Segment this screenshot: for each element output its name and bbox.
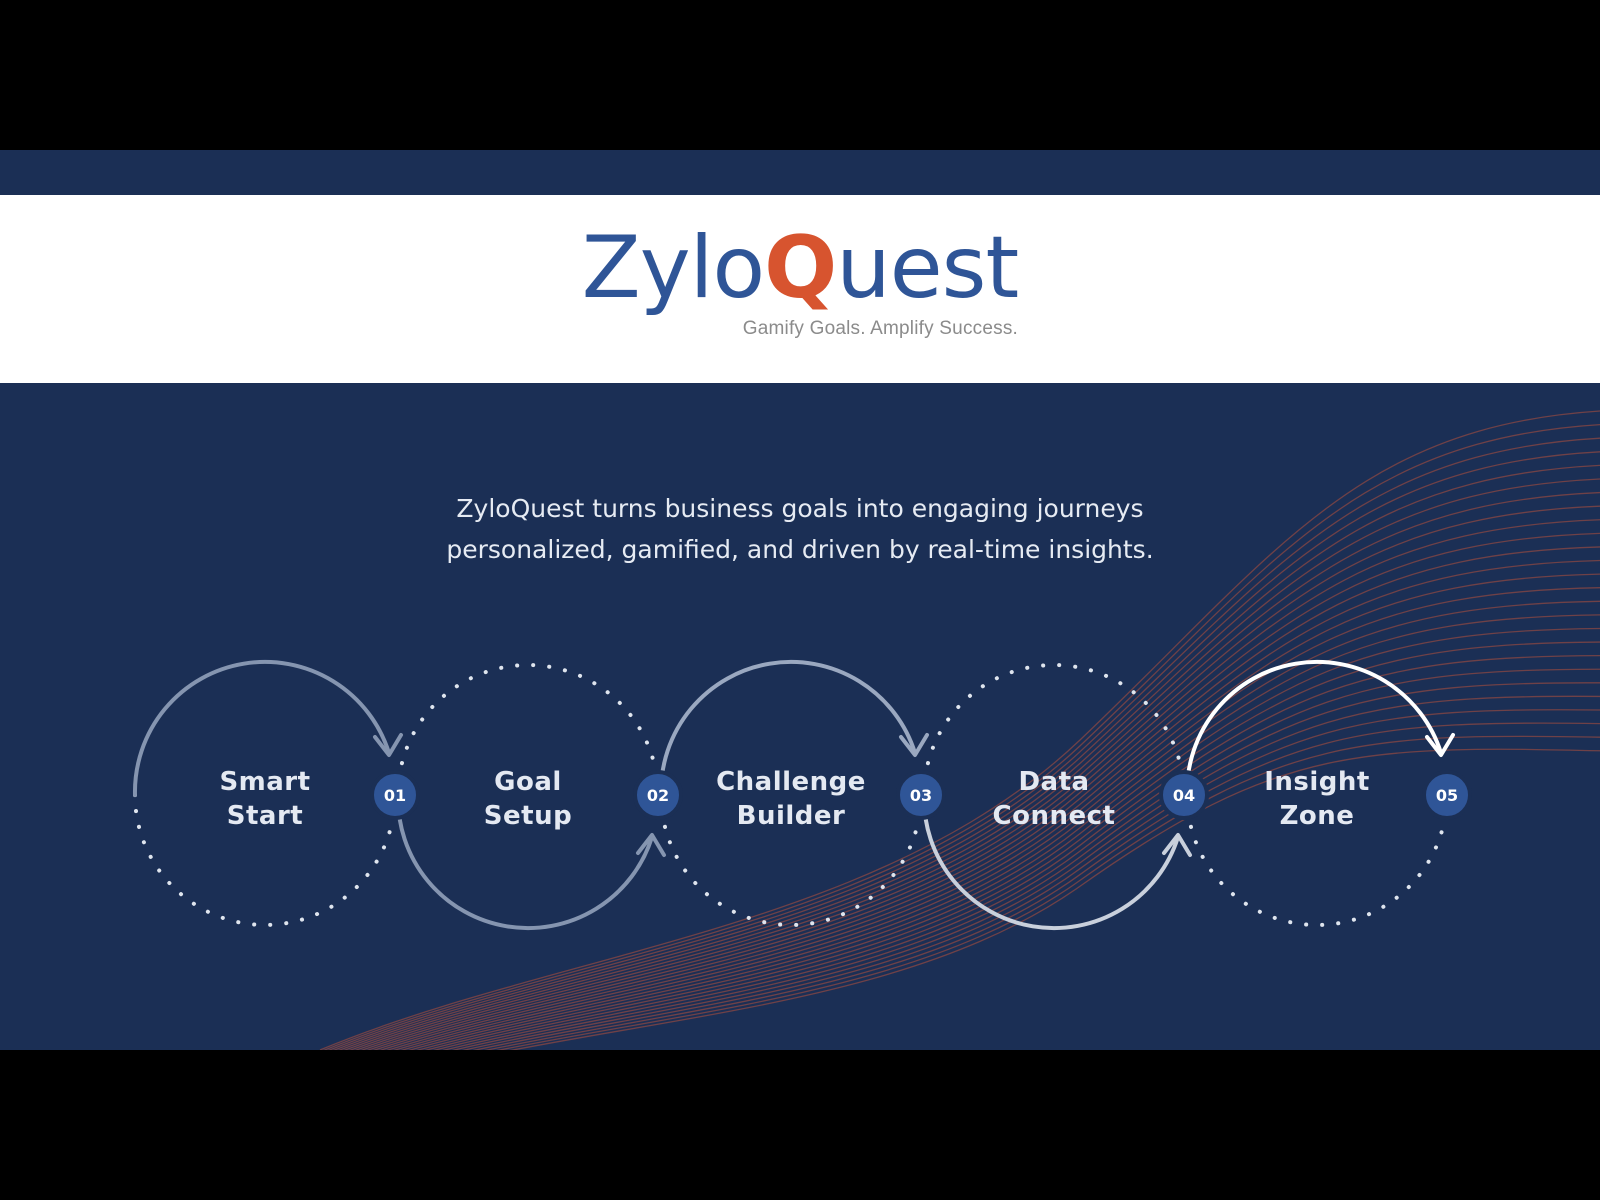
wave-line <box>472 709 1600 1050</box>
step-badge <box>370 770 420 820</box>
step-badge <box>1422 770 1472 820</box>
solid-arc <box>395 793 654 931</box>
step-label-line1: Smart <box>219 767 310 797</box>
arrowhead <box>1425 733 1455 757</box>
wave-line <box>379 559 1600 1050</box>
wave-line <box>433 655 1600 1050</box>
wave-line <box>348 492 1600 1050</box>
wave-line <box>400 600 1600 1050</box>
wave-line <box>338 464 1600 1050</box>
step-label-line2: Zone <box>1280 801 1355 831</box>
logo-q-icon: Q <box>764 218 837 318</box>
brand-tagline: Gamify Goals. Amplify Success. <box>742 318 1018 339</box>
wave-line <box>424 641 1600 1050</box>
step-number: 03 <box>910 786 932 805</box>
wave-line <box>484 722 1600 1050</box>
step-label-line2: Connect <box>993 801 1116 831</box>
intro-line-1: ZyloQuest turns business goals into enga… <box>456 494 1144 523</box>
wave-line <box>408 614 1600 1050</box>
step-number: 05 <box>1436 786 1458 805</box>
step-badges: 01 02 03 04 05 <box>370 770 1472 820</box>
wave-line <box>333 451 1600 1050</box>
wave-line <box>496 735 1600 1050</box>
brand-logo: ZyloQuest <box>0 218 1600 318</box>
arrowhead <box>636 833 666 857</box>
arrowhead <box>899 733 929 757</box>
logo-text-uest: uest <box>836 218 1019 318</box>
wave-line <box>360 519 1600 1050</box>
solid-arc <box>921 793 1180 931</box>
step-label-line1: Goal <box>494 767 562 797</box>
wave-line <box>354 505 1600 1050</box>
step-number: 01 <box>384 786 406 805</box>
wave-line <box>328 437 1600 1050</box>
wave-line <box>462 695 1600 1050</box>
step-label-line2: Builder <box>737 801 846 831</box>
step-label-line2: Start <box>227 801 303 831</box>
wave-line <box>442 668 1600 1050</box>
wave-line <box>366 532 1600 1050</box>
arrowhead <box>1162 833 1192 857</box>
step-badge <box>1159 770 1209 820</box>
wave-line <box>319 410 1600 1050</box>
wave-line <box>416 627 1600 1050</box>
intro-text: ZyloQuest turns business goals into enga… <box>300 488 1300 570</box>
step-label-line1: Data <box>1018 767 1089 797</box>
wave-line <box>508 748 1600 1050</box>
wave-line <box>323 424 1600 1050</box>
step-label-line1: Challenge <box>716 767 866 797</box>
step-label-line2: Setup <box>484 801 572 831</box>
wave-line <box>343 478 1600 1050</box>
step-badge <box>896 770 946 820</box>
logo-text-zylo: Zylo <box>581 218 765 318</box>
arrowhead <box>373 733 403 757</box>
solid-arc <box>658 659 917 797</box>
step-badge <box>633 770 683 820</box>
wave-line <box>372 546 1600 1050</box>
step-number: 02 <box>647 786 669 805</box>
wave-lines-decoration <box>319 410 1600 1050</box>
step-label-line1: Insight <box>1264 767 1370 797</box>
solid-arc <box>132 659 391 797</box>
wave-line <box>393 587 1600 1050</box>
solid-arc <box>1184 659 1443 797</box>
wave-line <box>386 573 1600 1050</box>
intro-line-2: personalized, gamified, and driven by re… <box>446 535 1154 564</box>
step-number: 04 <box>1173 786 1195 805</box>
header-band <box>0 195 1600 383</box>
step-circles <box>132 659 1455 931</box>
